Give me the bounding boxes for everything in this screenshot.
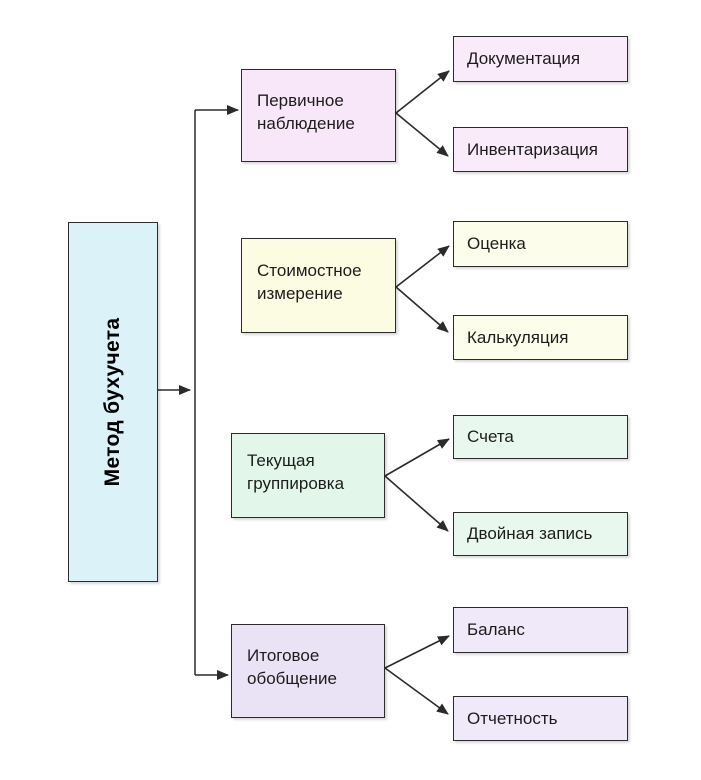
- root-method-label: Метод бухучета: [101, 317, 124, 487]
- leaf-box-otchetnost: Отчетность: [453, 696, 628, 741]
- root-method-box: Метод бухучета: [68, 222, 158, 582]
- branch-box-itogovoe-obobshchenie: Итоговое обобщение: [231, 624, 385, 718]
- arrow-branch0-leaf0: [395, 70, 450, 114]
- arrow-branch0-leaf1: [395, 112, 449, 157]
- branch-box-stoimostnoe-izmerenie: Стоимостное измерение: [241, 238, 396, 333]
- leaf-label: Инвентаризация: [467, 139, 598, 159]
- arrow-branch3-leaf0: [384, 635, 450, 669]
- leaf-label: Оценка: [467, 234, 526, 253]
- branch-label: Текущая группировка: [247, 450, 345, 493]
- leaf-label: Документация: [467, 49, 581, 68]
- leaf-box-inventarizaciya: Инвентаризация: [453, 127, 628, 172]
- leaf-box-balans: Баланс: [453, 607, 628, 653]
- arrow-branch3-leaf1: [384, 667, 449, 715]
- branch-label: Первичное наблюдение: [257, 90, 355, 133]
- arrow-branch1-leaf1: [395, 286, 449, 333]
- leaf-box-scheta: Счета: [453, 415, 628, 459]
- branch-label: Итоговое обобщение: [247, 646, 337, 688]
- arrow-branch2-leaf0: [384, 438, 450, 477]
- leaf-label: Счета: [467, 427, 514, 446]
- branch-box-tekushchaya-gruppirovka: Текущая группировка: [231, 433, 385, 518]
- branch-label: Стоимостное измерение: [257, 260, 362, 303]
- branch-box-pervichnoe-nablyudenie: Первичное наблюдение: [241, 69, 396, 162]
- leaf-label: Баланс: [467, 620, 525, 639]
- leaf-box-kalkulyaciya: Калькуляция: [453, 315, 628, 360]
- leaf-label: Отчетность: [467, 708, 558, 728]
- leaf-label: Двойная запись: [467, 524, 593, 543]
- leaf-box-dokumentaciya: Документация: [453, 36, 628, 82]
- arrow-branch2-leaf1: [384, 475, 449, 532]
- leaf-box-dvoynaya-zapis: Двойная запись: [453, 512, 628, 556]
- arrow-branch1-leaf0: [395, 245, 450, 288]
- leaf-box-ocenka: Оценка: [453, 221, 628, 267]
- leaf-label: Калькуляция: [467, 327, 569, 347]
